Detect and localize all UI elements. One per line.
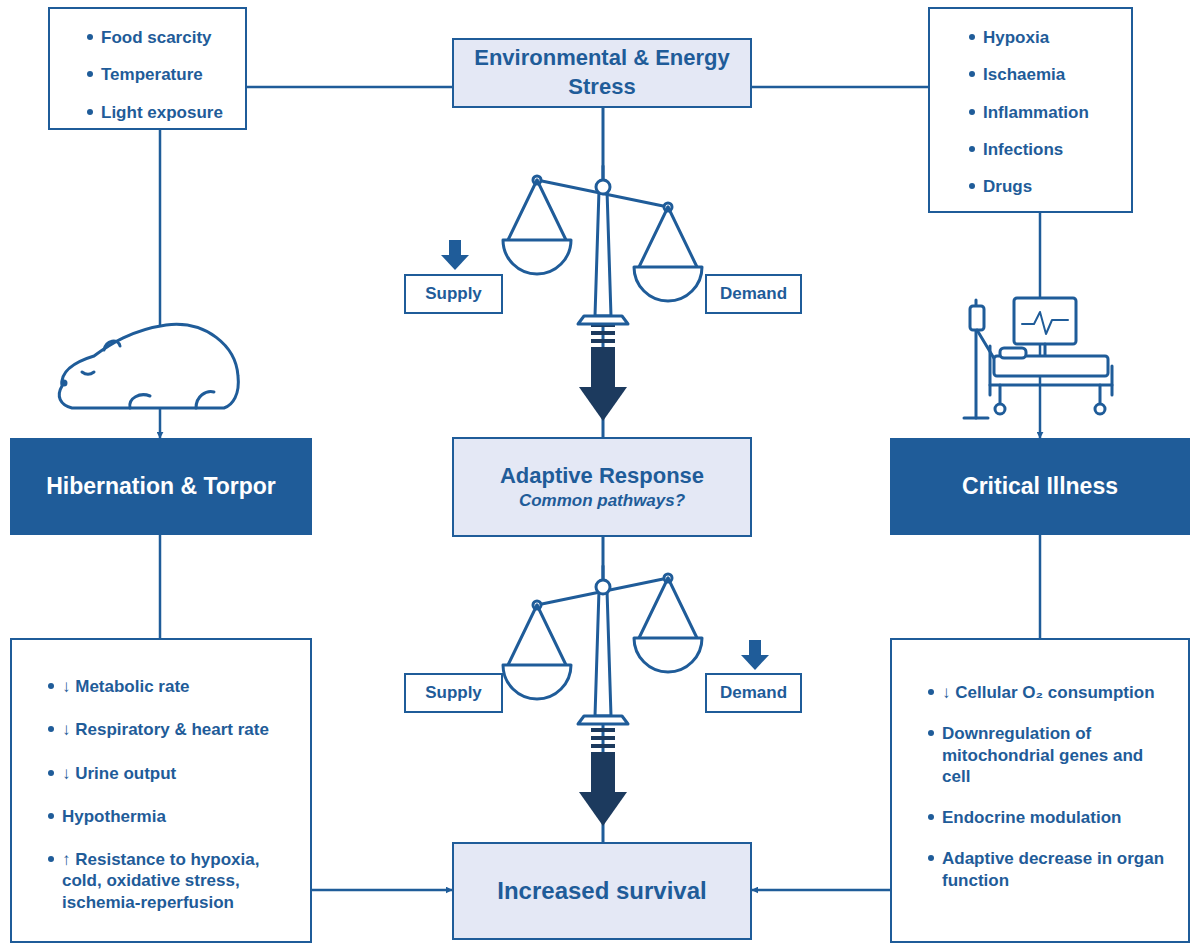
bear-icon <box>59 324 238 408</box>
bullet-item: Hypoxia <box>969 27 1123 48</box>
bullet-dot <box>928 730 934 736</box>
box-subtitle: Common pathways? <box>519 490 685 512</box>
box-title: Supply <box>425 283 482 305</box>
bullet-text: ↓ Respiratory & heart rate <box>62 719 269 740</box>
bullet-text: ↓ Urine output <box>62 763 176 784</box>
hospital-bed-icon <box>964 298 1112 418</box>
bullet-dot <box>969 34 975 40</box>
box-title: Hibernation & Torpor <box>46 472 276 502</box>
outcome-box: Increased survival <box>452 842 752 940</box>
category-box: Critical Illness <box>890 438 1190 535</box>
heading-box: Adaptive ResponseCommon pathways? <box>452 437 752 537</box>
connector <box>752 890 890 891</box>
connector <box>247 87 452 88</box>
bullet-item: ↓ Respiratory & heart rate <box>48 719 300 740</box>
bullet-dot <box>48 813 54 819</box>
bullet-dot <box>87 109 93 115</box>
bullet-dot <box>48 856 54 862</box>
label-box: Demand <box>705 673 802 713</box>
bullet-item: Food scarcity <box>87 27 237 48</box>
bullet-item: Endocrine modulation <box>928 807 1176 828</box>
bullet-item: Temperature <box>87 64 237 85</box>
box-title: Supply <box>425 682 482 704</box>
bullet-text: Light exposure <box>101 102 223 123</box>
bullet-list-box: HypoxiaIschaemiaInflammationInfectionsDr… <box>928 7 1133 213</box>
bullet-dot <box>48 683 54 689</box>
bullet-item: Adaptive decrease in organ function <box>928 848 1176 891</box>
bullet-text: Ischaemia <box>983 64 1065 85</box>
bullet-text: Hypoxia <box>983 27 1049 48</box>
flow-arrow <box>579 537 627 842</box>
bullet-item: ↓ Urine output <box>48 763 300 784</box>
bullet-item: Drugs <box>969 176 1123 197</box>
box-title: Demand <box>720 682 787 704</box>
bullet-dot <box>969 109 975 115</box>
bullet-dot <box>969 183 975 189</box>
bullet-dot <box>928 814 934 820</box>
bullet-text: Temperature <box>101 64 203 85</box>
bullet-item: ↓ Cellular O₂ consumption <box>928 682 1176 703</box>
bullet-dot <box>48 726 54 732</box>
bullet-dot <box>87 34 93 40</box>
bullet-text: Hypothermia <box>62 806 166 827</box>
bullet-text: Downregulation of mitochondrial genes an… <box>942 723 1176 787</box>
label-box: Demand <box>705 274 802 314</box>
heading-box: Environmental & Energy Stress <box>452 38 752 108</box>
connector <box>312 890 452 891</box>
bullet-dot <box>48 770 54 776</box>
bullet-dot <box>928 855 934 861</box>
bullet-item: Inflammation <box>969 102 1123 123</box>
bullet-item: Ischaemia <box>969 64 1123 85</box>
bullet-text: ↓ Cellular O₂ consumption <box>942 682 1155 703</box>
connector <box>160 535 161 638</box>
balance-scale <box>503 566 702 724</box>
bullet-item: ↓ Metabolic rate <box>48 676 300 697</box>
connector <box>1040 535 1041 638</box>
bullet-dot <box>928 689 934 695</box>
bullet-list-box: Food scarcityTemperatureLight exposure <box>48 7 247 130</box>
bullet-item: ↑ Resistance to hypoxia, cold, oxidative… <box>48 849 300 913</box>
bullet-item: Hypothermia <box>48 806 300 827</box>
label-box: Supply <box>404 673 503 713</box>
bullet-text: Drugs <box>983 176 1032 197</box>
bullet-dot <box>87 71 93 77</box>
box-title: Increased survival <box>497 875 706 906</box>
bullet-item: Light exposure <box>87 102 237 123</box>
bullet-dot <box>969 71 975 77</box>
bullet-text: ↑ Resistance to hypoxia, cold, oxidative… <box>62 849 300 913</box>
label-box: Supply <box>404 274 503 314</box>
bullet-text: Endocrine modulation <box>942 807 1121 828</box>
box-title: Demand <box>720 283 787 305</box>
bullet-text: Adaptive decrease in organ function <box>942 848 1176 891</box>
box-title: Environmental & Energy Stress <box>462 44 742 101</box>
bullet-item: Infections <box>969 139 1123 160</box>
bullet-list-box: ↓ Metabolic rate ↓ Respiratory & heart ra… <box>10 638 312 943</box>
balance-scale <box>503 166 702 324</box>
bullet-text: Infections <box>983 139 1063 160</box>
category-box: Hibernation & Torpor <box>10 438 312 535</box>
flow-arrow <box>579 108 627 437</box>
bullet-item: Downregulation of mitochondrial genes an… <box>928 723 1176 787</box>
connector <box>752 87 928 88</box>
bullet-text: Inflammation <box>983 102 1089 123</box>
bullet-text: Food scarcity <box>101 27 212 48</box>
bullet-list-box: ↓ Cellular O₂ consumptionDownregulation … <box>890 638 1190 943</box>
box-title: Adaptive Response <box>500 462 704 491</box>
box-title: Critical Illness <box>962 472 1118 502</box>
bullet-text: ↓ Metabolic rate <box>62 676 190 697</box>
bullet-dot <box>969 146 975 152</box>
